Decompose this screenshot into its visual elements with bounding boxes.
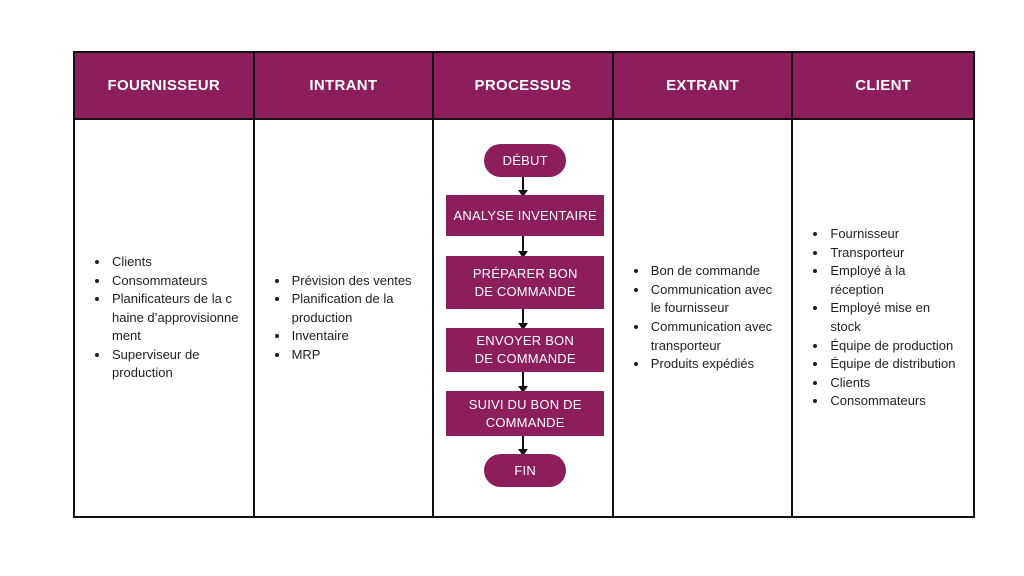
list-item: MRP (290, 346, 419, 365)
list-item: Produits expédiés (649, 355, 778, 374)
header-fournisseur: FOURNISSEUR (75, 53, 255, 120)
flow-arrow (517, 372, 528, 393)
list-item: Superviseur de production (110, 346, 239, 383)
intrant-list: Prévision des ventes Planification de la… (273, 272, 419, 365)
flow-arrow (517, 236, 528, 258)
intrant-cell: Prévision des ventes Planification de la… (255, 120, 435, 516)
list-item: Clients (110, 253, 239, 272)
header-intrant: INTRANT (254, 53, 435, 120)
list-item: Employé mise en stock (828, 299, 959, 336)
list-item: Planificateurs de la chaine d’approvisio… (110, 290, 239, 346)
fournisseur-cell: Clients Consommateurs Planificateurs de … (75, 120, 255, 516)
flow-step-analyse: ANALYSE INVENTAIRE (446, 195, 605, 236)
client-cell: Fournisseur Transporteur Employé à la ré… (793, 120, 973, 516)
flow-arrow (517, 309, 528, 330)
flow-arrow (517, 436, 528, 456)
list-item: Clients (828, 374, 959, 393)
list-item: Équipe de production (828, 337, 959, 356)
extrant-cell: Bon de commande Communication avec le fo… (614, 120, 794, 516)
flow-step-envoyer: ENVOYER BON DE COMMANDE (446, 328, 605, 372)
flow-step-suivi: SUIVI DU BON DE COMMANDE (446, 391, 605, 436)
list-item: Employé à la réception (828, 262, 959, 299)
list-item: Fournisseur (828, 225, 959, 244)
list-item: Inventaire (290, 327, 419, 346)
list-item: Communication avec transporteur (649, 318, 778, 355)
client-list: Fournisseur Transporteur Employé à la ré… (811, 225, 959, 411)
flow-step-preparer: PRÉPARER BON DE COMMANDE (446, 256, 605, 309)
flow-arrow (517, 177, 528, 197)
header-client: CLIENT (793, 53, 973, 120)
list-item: Équipe de distribution (828, 355, 959, 374)
fournisseur-list: Clients Consommateurs Planificateurs de … (93, 253, 239, 383)
list-item: Transporteur (828, 244, 959, 263)
flow-start-node: DÉBUT (484, 144, 567, 177)
extrant-list: Bon de commande Communication avec le fo… (632, 262, 778, 374)
list-item: Bon de commande (649, 262, 778, 281)
list-item: Planification de la production (290, 290, 419, 327)
processus-cell: DÉBUT ANALYSE INVENTAIRE PRÉPARER BON DE… (434, 120, 614, 516)
header-processus: PROCESSUS (434, 53, 614, 120)
process-flowchart: DÉBUT ANALYSE INVENTAIRE PRÉPARER BON DE… (434, 120, 612, 516)
list-item: Communication avec le fournisseur (649, 281, 778, 318)
list-item: Consommateurs (828, 392, 959, 411)
flow-end-node: FIN (484, 454, 567, 487)
sipoc-table: FOURNISSEUR INTRANT PROCESSUS EXTRANT CL… (73, 51, 975, 518)
header-extrant: EXTRANT (613, 53, 794, 120)
list-item: Prévision des ventes (290, 272, 419, 291)
list-item: Consommateurs (110, 272, 239, 291)
